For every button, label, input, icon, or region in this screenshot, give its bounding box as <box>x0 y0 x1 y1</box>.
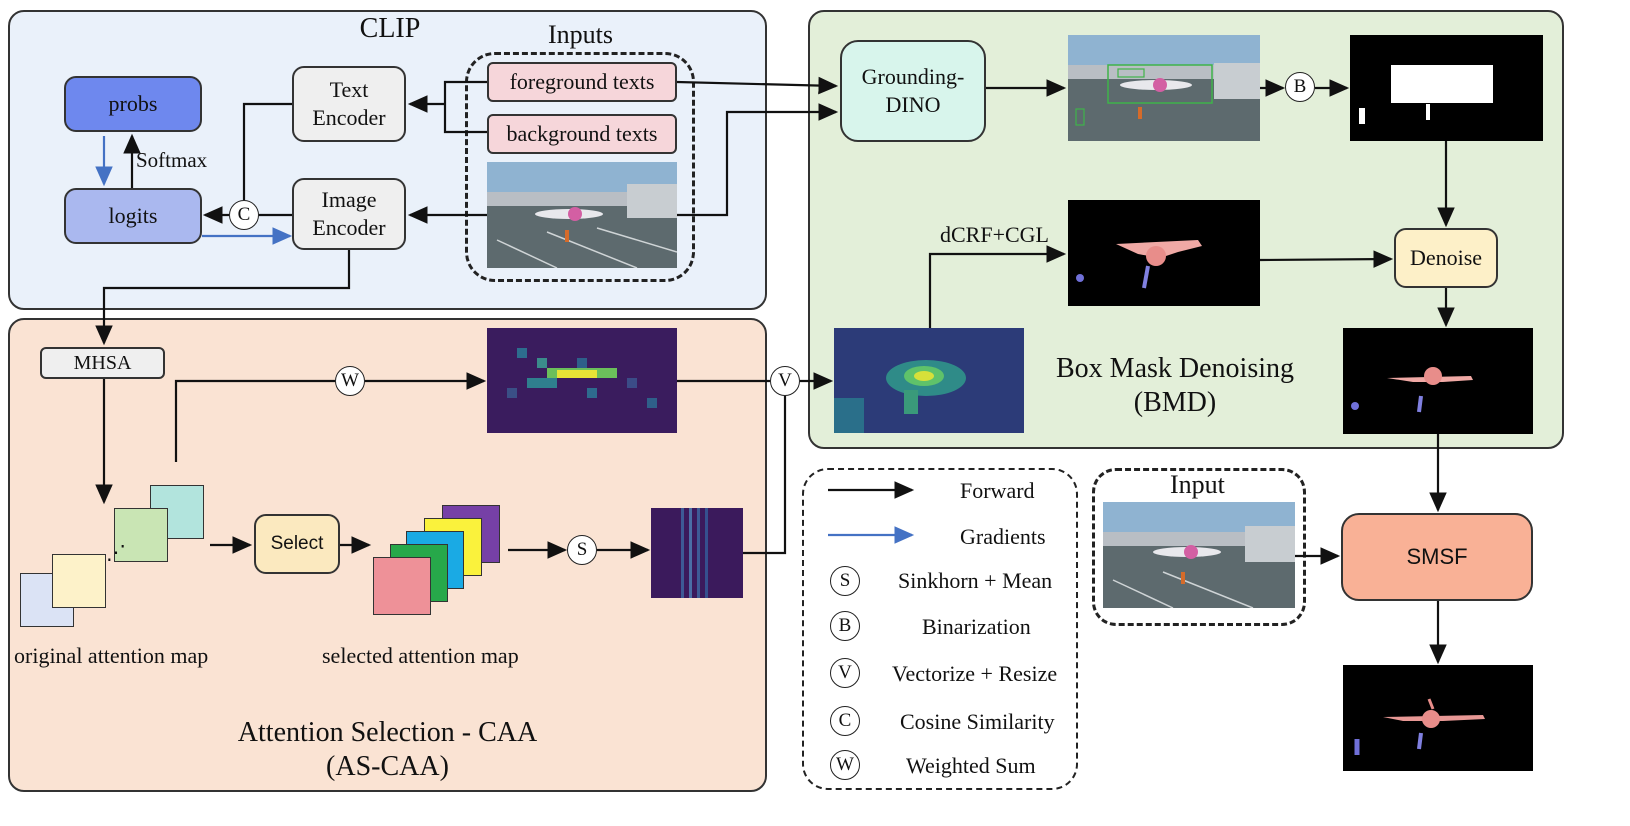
denoise-box: Denoise <box>1394 228 1498 288</box>
binarize-op-icon: B <box>1285 72 1315 102</box>
attention-heatmap-resized <box>834 328 1024 433</box>
inputs-title: Inputs <box>548 20 613 49</box>
select-box: Select <box>254 514 340 574</box>
bmd-title: Box Mask Denoising (BMD) <box>1056 353 1294 418</box>
input-dashed-box <box>1092 468 1306 626</box>
original-map-3 <box>114 508 168 562</box>
foreground-texts-box: foreground texts <box>487 62 677 102</box>
mhsa-box: MHSA <box>40 347 165 379</box>
attention-heatmap-small <box>487 328 677 433</box>
cosine-op-icon: C <box>229 200 259 230</box>
smsf-box: SMSF <box>1341 513 1533 601</box>
logits-box: logits <box>64 188 202 244</box>
sinkhorn-op-icon: S <box>567 535 597 565</box>
softmax-label: Softmax <box>136 148 208 172</box>
selected-attention-map-label: selected attention map <box>322 643 519 668</box>
grounding-dino-box: Grounding- DINO <box>840 40 986 142</box>
legend-cosine-icon: C <box>830 706 860 736</box>
input-title: Input <box>1170 470 1225 499</box>
ascaa-title: Attention Selection - CAA (AS-CAA) <box>237 717 538 782</box>
denoised-mask-image <box>1343 328 1533 434</box>
legend-forward-label: Forward <box>960 478 1035 503</box>
text-encoder-box: Text Encoder <box>292 66 406 142</box>
legend-gradients-label: Gradients <box>960 524 1046 549</box>
dcrf-cgl-label: dCRF+CGL <box>940 222 1049 247</box>
legend-vectorize-icon: V <box>830 658 860 688</box>
probs-box: probs <box>64 76 202 132</box>
right-input-image <box>1103 502 1295 608</box>
selected-map-pink <box>373 557 431 615</box>
legend-sinkhorn-icon: S <box>830 566 860 596</box>
legend-vectorize-label: Vectorize + Resize <box>892 661 1058 686</box>
airport-input-image <box>487 162 677 268</box>
dcrf-mask-image <box>1068 200 1260 306</box>
clip-title: CLIP <box>359 13 421 44</box>
legend-weighted-label: Weighted Sum <box>906 753 1036 778</box>
final-mask-image <box>1343 665 1533 771</box>
ellipsis-dots: ⋰ <box>106 542 126 564</box>
legend-binarization-icon: B <box>830 611 860 641</box>
weighted-sum-op-icon: W <box>335 366 365 396</box>
background-texts-box: background texts <box>487 114 677 154</box>
legend-cosine-label: Cosine Similarity <box>900 709 1055 734</box>
binary-mask-image <box>1350 35 1543 141</box>
legend-weighted-icon: W <box>830 750 860 780</box>
sinkhorn-output-image <box>651 508 743 598</box>
vectorize-op-icon: V <box>770 366 800 396</box>
legend-sinkhorn-label: Sinkhorn + Mean <box>898 568 1053 593</box>
original-map-2 <box>52 554 106 608</box>
grounding-output-image <box>1068 35 1260 141</box>
legend-binarization-label: Binarization <box>922 614 1031 639</box>
image-encoder-box: Image Encoder <box>292 178 406 250</box>
legend-box <box>802 468 1078 790</box>
original-attention-map-label: original attention map <box>14 643 209 668</box>
